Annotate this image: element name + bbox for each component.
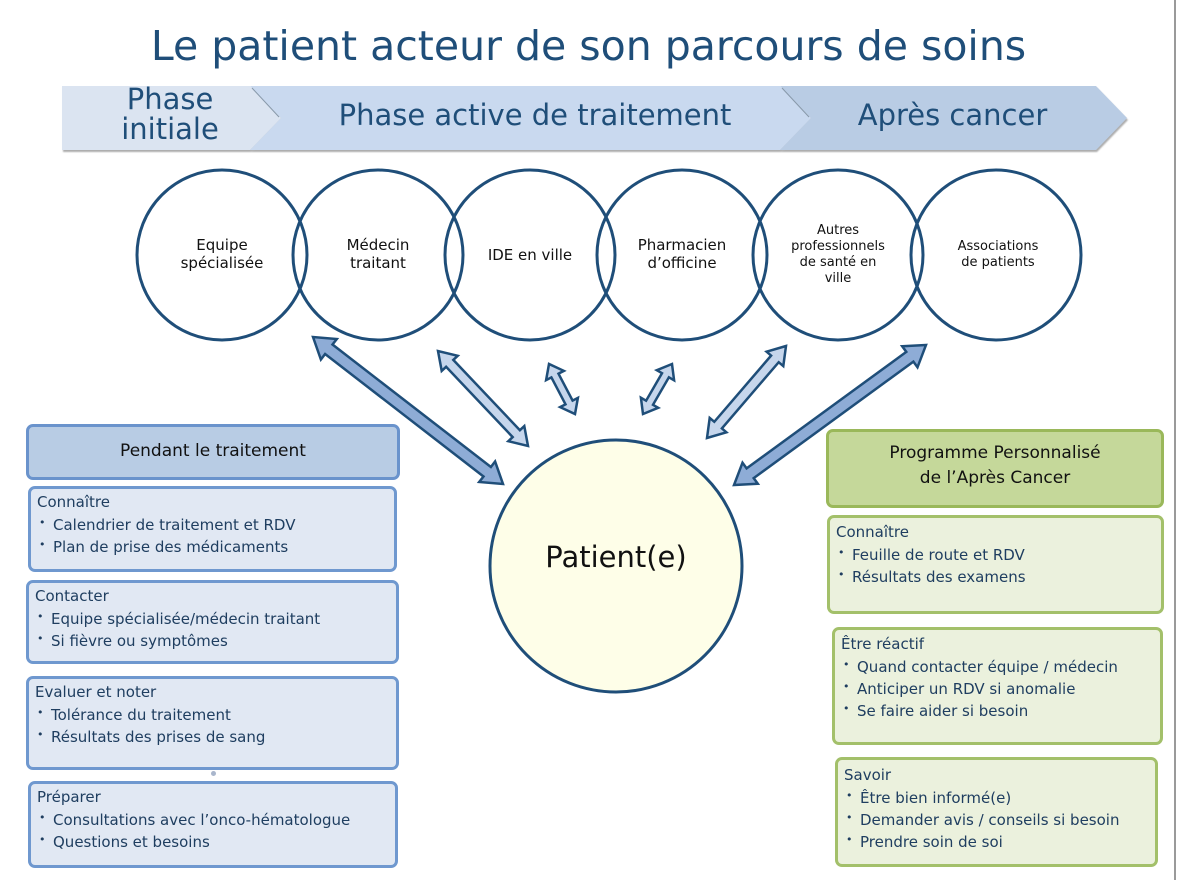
- section-list: Quand contacter équipe / médecin Anticip…: [835, 654, 1160, 722]
- section-list: Feuille de route et RDV Résultats des ex…: [830, 542, 1161, 588]
- actor-label-line: traitant: [350, 254, 406, 272]
- list-item: Se faire aider si besoin: [843, 698, 1160, 722]
- section-title: Préparer: [37, 788, 101, 806]
- list-item: Calendrier de traitement et RDV: [39, 512, 394, 536]
- list-item: Si fièvre ou symptômes: [37, 628, 396, 652]
- list-item: Résultats des prises de sang: [37, 724, 396, 748]
- list-item: Demander avis / conseils si besoin: [846, 807, 1155, 831]
- patient-circle: [488, 438, 744, 694]
- left-section-connaitre: Connaître Calendrier de traitement et RD…: [28, 486, 397, 572]
- left-section-contacter: Contacter Equipe spécialisée/médecin tra…: [26, 580, 399, 664]
- section-list: Être bien informé(e) Demander avis / con…: [838, 785, 1155, 853]
- actor-circle: [909, 168, 1083, 342]
- list-item: Résultats des examens: [838, 564, 1161, 588]
- actor-label-line: Pharmacien: [637, 236, 727, 254]
- right-section-connaitre: Connaître Feuille de route et RDV Résult…: [827, 515, 1164, 614]
- section-title: Contacter: [35, 587, 109, 605]
- double-arrow-icon: [544, 362, 580, 416]
- list-item: Être bien informé(e): [846, 785, 1155, 809]
- actor-autres-professionnels: Autres professionnels de santé en ville: [776, 223, 900, 286]
- actor-label-line: d’officine: [647, 254, 717, 272]
- actor-equipe-specialisee: Equipe spécialisée: [152, 236, 292, 272]
- right-panel-header: Programme Personnalisé de l’Après Cancer: [826, 429, 1164, 508]
- section-title: Être réactif: [841, 635, 925, 653]
- list-item: Tolérance du traitement: [37, 702, 396, 726]
- section-list: Tolérance du traitement Résultats des pr…: [29, 702, 396, 748]
- actor-circle: [443, 168, 617, 342]
- double-arrow-icon: [639, 362, 676, 416]
- actor-associations: Associations de patients: [930, 239, 1066, 270]
- actor-label-line: professionnels: [791, 238, 885, 254]
- section-title: Connaître: [37, 493, 110, 511]
- section-title: Connaître: [836, 523, 909, 541]
- phase-after-label: Après cancer: [857, 98, 1048, 132]
- left-section-preparer: Préparer Consultations avec l’onco-hémat…: [28, 781, 398, 868]
- list-item: Anticiper un RDV si anomalie: [843, 676, 1160, 700]
- list-item: Consultations avec l’onco-hématologue: [39, 807, 395, 831]
- chevron-divider: [781, 87, 810, 118]
- list-item: Plan de prise des médicaments: [39, 534, 394, 558]
- chevron-divider: [251, 87, 280, 118]
- phase-initial-block: [62, 86, 281, 150]
- double-arrow-icon: [311, 335, 505, 486]
- phase-active-chevron: [250, 86, 811, 150]
- list-item: Prendre soin de soi: [846, 829, 1155, 853]
- section-list: Equipe spécialisée/médecin traitant Si f…: [29, 606, 396, 652]
- page-edge-line: [1174, 0, 1176, 880]
- actor-label-line: Associations: [957, 239, 1039, 254]
- right-section-savoir: Savoir Être bien informé(e) Demander avi…: [835, 757, 1158, 867]
- phase-active-label: Phase active de traitement: [338, 98, 732, 132]
- actor-ide-en-ville: IDE en ville: [460, 246, 600, 264]
- actor-label-line: Médecin: [346, 236, 410, 254]
- actor-label-line: de santé en: [799, 254, 877, 270]
- double-arrow-icon: [705, 344, 788, 440]
- right-panel-header-text: Programme Personnalisé de l’Après Cancer: [829, 432, 1161, 490]
- section-list: Consultations avec l’onco-hématologue Qu…: [31, 807, 395, 853]
- header-line: Programme Personnalisé: [889, 443, 1101, 463]
- actor-circle: [595, 168, 769, 342]
- section-title: Evaluer et noter: [35, 683, 157, 701]
- actor-label-line: Equipe: [196, 236, 248, 254]
- phase-initial-label: Phase initiale: [100, 84, 240, 145]
- list-item: Feuille de route et RDV: [838, 542, 1161, 566]
- list-item: Quand contacter équipe / médecin: [843, 654, 1160, 678]
- list-item: Questions et besoins: [39, 829, 395, 853]
- actor-label-line: Autres: [816, 223, 860, 238]
- left-section-evaluer: Evaluer et noter Tolérance du traitement…: [26, 676, 399, 770]
- actor-medecin-traitant: Médecin traitant: [308, 236, 448, 272]
- header-line: de l’Après Cancer: [919, 467, 1071, 488]
- phase-initial-line2: initiale: [121, 112, 219, 147]
- section-title: Savoir: [844, 766, 892, 784]
- patient-label: Patient(e): [545, 540, 687, 574]
- actor-circle: [751, 168, 925, 342]
- actor-circle: [291, 168, 465, 342]
- actor-label-line: IDE en ville: [487, 246, 573, 264]
- phase-initial-line1: Phase: [126, 82, 214, 116]
- left-panel-header-text: Pendant le traitement: [120, 441, 306, 461]
- right-section-etre-reactif: Être réactif Quand contacter équipe / mé…: [832, 627, 1163, 745]
- double-arrow-icon: [436, 349, 530, 448]
- actor-label-line: spécialisée: [180, 254, 264, 272]
- actor-label-line: de patients: [961, 254, 1035, 270]
- phase-after-chevron: [780, 86, 1127, 150]
- actor-circle: [135, 168, 309, 342]
- list-item: Equipe spécialisée/médecin traitant: [37, 606, 396, 630]
- double-arrow-icon: [732, 343, 928, 487]
- page-title: Le patient acteur de son parcours de soi…: [150, 22, 1027, 70]
- actor-pharmacien: Pharmacien d’officine: [612, 236, 752, 272]
- section-list: Calendrier de traitement et RDV Plan de …: [31, 512, 394, 558]
- left-panel-header: Pendant le traitement: [26, 424, 400, 480]
- actor-label-line: ville: [824, 270, 852, 286]
- connector-dot: [211, 771, 216, 776]
